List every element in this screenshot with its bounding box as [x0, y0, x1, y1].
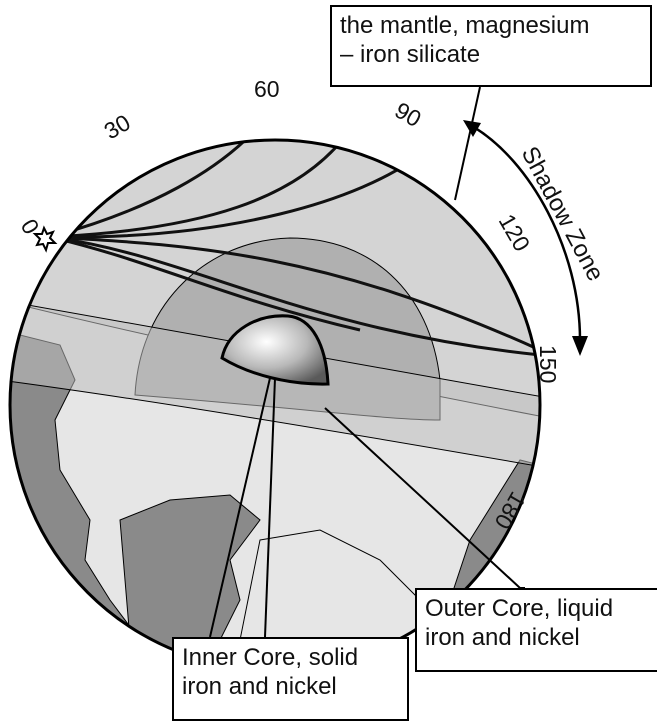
degree-90: 90 [391, 97, 426, 132]
inner-core-label-line-2: iron and nickel [182, 673, 337, 700]
mantle-leader [454, 86, 481, 201]
outer-core-label-box: Outer Core, liquid iron and nickel [415, 588, 657, 672]
inner-core-label-line-1: Inner Core, solid [182, 644, 359, 671]
section-band [10, 299, 540, 471]
outer-core-label-line-2: iron and nickel [425, 624, 580, 651]
inner-core-label-box: Inner Core, solid iron and nickel [172, 637, 409, 721]
degree-60: 60 [254, 76, 280, 102]
earthquake-focus-icon [32, 225, 58, 253]
inner-core [220, 314, 330, 386]
shadow-zone-arrowhead-top [463, 120, 481, 137]
shadow-zone-label: Shadow Zone [516, 142, 609, 285]
inner-core-leader-1 [209, 377, 271, 638]
degree-150: 150 [535, 345, 561, 383]
degree-120: 120 [494, 210, 536, 256]
inner-core-leader-2 [264, 377, 276, 638]
mantle-label-box: the mantle, magnesium – iron silicate [330, 5, 652, 87]
outer-core-label-line-1: Outer Core, liquid [425, 595, 614, 622]
degree-30: 30 [100, 109, 135, 144]
mantle-label-line-1: the mantle, magnesium [340, 12, 590, 39]
shadow-zone-arrowhead-bottom [572, 336, 588, 356]
shadow-zone-arc [471, 124, 582, 341]
mantle-label-line-2: – iron silicate [340, 41, 481, 68]
